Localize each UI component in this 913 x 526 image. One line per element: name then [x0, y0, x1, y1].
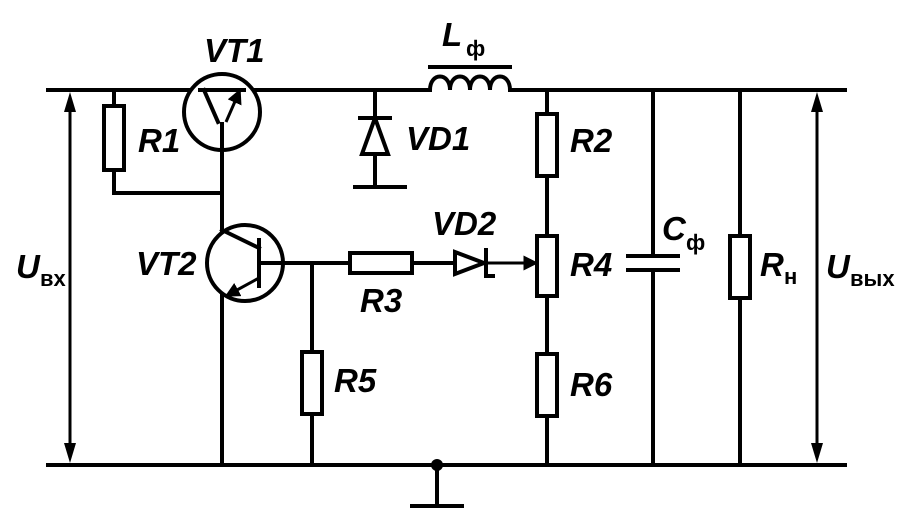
- label-r6: R6: [570, 366, 613, 403]
- label-cf-main: C: [662, 210, 687, 247]
- label-rn-sub: н: [784, 264, 797, 289]
- label-lf-sub: ф: [466, 36, 485, 61]
- resistor-r3: [281, 251, 457, 275]
- diode-vd2: [453, 248, 539, 278]
- resistor-r1: [102, 88, 224, 195]
- resistor-rn: [728, 88, 752, 467]
- resistor-r6: [535, 352, 559, 418]
- resistor-r5: [300, 261, 324, 467]
- inductor-lf: [427, 65, 513, 93]
- label-uin-sub: вх: [40, 266, 67, 291]
- label-r5: R5: [334, 362, 377, 399]
- resistor-r2: [535, 112, 559, 178]
- label-uout-main: U: [826, 248, 851, 285]
- label-vt2: VT2: [136, 245, 197, 282]
- divider-chain: [535, 88, 559, 467]
- ground-symbol: [410, 459, 464, 508]
- label-vt1: VT1: [204, 32, 265, 69]
- diode-vd1: [353, 88, 407, 189]
- label-r1: R1: [138, 122, 180, 159]
- resistor-r4: [535, 234, 559, 298]
- label-lf-main: L: [442, 16, 462, 53]
- label-vd1: VD1: [406, 120, 470, 157]
- label-uin-main: U: [16, 248, 41, 285]
- transistor-vt1: [182, 72, 262, 152]
- output-voltage-arrow: [811, 92, 823, 463]
- label-vd2: VD2: [432, 205, 497, 242]
- label-r3: R3: [360, 282, 402, 319]
- transistor-vt2: [205, 218, 285, 467]
- label-rn-main: R: [760, 246, 784, 283]
- input-voltage-arrow: [64, 92, 76, 463]
- label-r2: R2: [570, 122, 613, 159]
- capacitor-cf: [626, 88, 680, 467]
- label-r4: R4: [570, 246, 612, 283]
- label-cf-sub: ф: [686, 230, 705, 255]
- label-uout-sub: вых: [850, 266, 895, 291]
